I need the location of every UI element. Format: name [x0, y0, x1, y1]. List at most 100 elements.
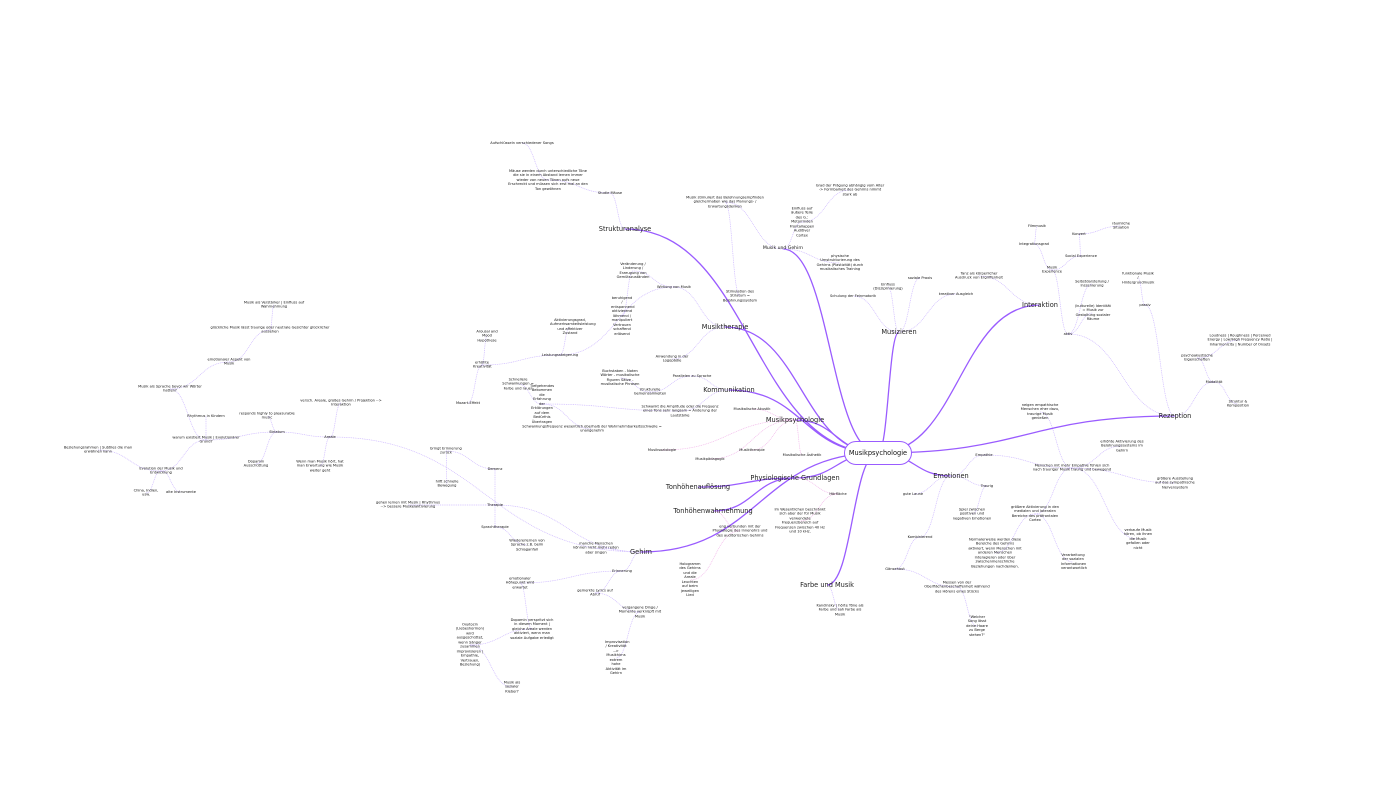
leaf-f-kand[interactable]: Kandinsky | hörte Töne als Farbe und sah…	[816, 603, 864, 617]
leaf-mt-aktiv[interactable]: Aktivierungsgrad, Aufmerksamkeitsleistun…	[550, 318, 596, 336]
leaf-r-integr[interactable]: Integrationsgrad	[1019, 241, 1049, 246]
leaf-g-respond[interactable]: responds highly to pleasurable music	[239, 411, 295, 420]
leaf-g-erwart[interactable]: Wenn man Musik hört, hat man Erwartung w…	[296, 459, 344, 473]
leaf-mt-arousal[interactable]: Arousal and Mood Hypothese	[476, 329, 498, 343]
leaf-mg-striatum[interactable]: Stimulation des Striatum = Belohnungssys…	[722, 289, 758, 303]
leaf-k-buchst[interactable]: Buchstaben - Noten Wörter - musikalische…	[600, 369, 640, 387]
branch-rezeption[interactable]: Rezeption	[1158, 411, 1192, 420]
leaf-r-psycho[interactable]: psychoakustische Eigenschaften	[1181, 353, 1213, 362]
leaf-g-china[interactable]: China, Indien, usw.	[133, 488, 159, 497]
leaf-g-rhythm[interactable]: Rhythmus in Kindern	[187, 413, 225, 418]
leaf-e-laune[interactable]: gute Laune	[902, 491, 924, 496]
branch-emotionen[interactable]: Emotionen	[933, 471, 969, 480]
branch-musiktherapie[interactable]: Musiktherapie	[701, 322, 749, 331]
branch-musizieren[interactable]: Musizieren	[881, 327, 917, 336]
leaf-r-selbst[interactable]: Selbstdarstellung / Inszenierung	[1075, 279, 1109, 288]
leaf-mp-aesth[interactable]: Musikalische Ästhetik	[782, 452, 822, 457]
leaf-r-film[interactable]: Filmmusik	[1027, 223, 1047, 228]
leaf-g-bringt[interactable]: bringt Erinnerung zurück	[430, 446, 462, 455]
leaf-k-struktur[interactable]: strukturelle Gemeinsamkeiten	[633, 387, 667, 396]
leaf-mz-kreativ[interactable]: kreativer Ausgleich	[938, 291, 974, 296]
leaf-g-bezieh[interactable]: Beziehungsrahmen | Subtiles die man erwä…	[63, 445, 133, 454]
branch-tonwahr[interactable]: Tonhöhenwahrnehmung	[673, 506, 753, 515]
leaf-k-amplitude[interactable]: Schwankt die Amplitude oder die Frequenz…	[641, 404, 719, 418]
leaf-e-beloh[interactable]: erhöhte Aktivierung des Belohnungssystem…	[1100, 439, 1144, 453]
leaf-g-gehen[interactable]: gehen lernen mit Musik | Rhythmus --> be…	[375, 500, 441, 509]
leaf-mt-logo[interactable]: Anwendung in der Logopädie	[655, 354, 689, 363]
leaf-s-studie[interactable]: Studie Mäuse	[597, 190, 623, 195]
leaf-e-empathie[interactable]: Empathie	[975, 452, 993, 457]
leaf-r-funkt[interactable]: funktionale Musik / Hintergrundmusik	[1122, 271, 1155, 285]
leaf-g-oxy[interactable]: Oxytocin (Liebeshormon) wird ausgeschütt…	[455, 622, 485, 667]
branch-musikpsy2[interactable]: Musikpsychologie	[765, 415, 825, 424]
leaf-g-impro[interactable]: Improvisation / Kreativität --> Musikhir…	[605, 640, 630, 676]
leaf-e-komb[interactable]: Kombinierend	[907, 534, 933, 539]
leaf-r-loud[interactable]: Loudness | Roughness | Perceived Energy …	[1207, 333, 1273, 347]
leaf-mp-ther[interactable]: Musiktherapie	[739, 447, 765, 452]
leaf-g-hoehe[interactable]: emotionaler Höhepunkt wird erwartet	[505, 576, 535, 590]
leaf-g-instr[interactable]: alte Instrumente	[166, 489, 196, 494]
leaf-mp-paed[interactable]: Musikpädagogik	[695, 456, 725, 461]
leaf-g-demenz[interactable]: Demenz	[487, 466, 503, 471]
leaf-tw-eng[interactable]: eng verbunden mit der Physiologie des In…	[712, 524, 768, 538]
leaf-mp-akustik[interactable]: Musikalische Akustik	[733, 406, 771, 411]
leaf-g-vergang[interactable]: vergangene Dinge / Momente verknüpft mit…	[618, 605, 662, 619]
leaf-k-parallel[interactable]: Parallelen zu Sprache	[672, 373, 712, 378]
leaf-k-tief[interactable]: Tiefgehendes Bekommen die Erfahrung der …	[530, 383, 555, 424]
leaf-mz-sozial[interactable]: soziale Praxis	[907, 275, 933, 280]
leaf-g-dopmom[interactable]: Dopamin verspritzt sich in diesem Moment…	[510, 617, 554, 640]
branch-tonaufl[interactable]: Tonhöhenauflösung	[665, 482, 731, 491]
leaf-g-gluck[interactable]: glückliche Musik lässt traurige oder neu…	[210, 325, 330, 334]
leaf-r-modal[interactable]: Modalität	[1205, 379, 1223, 384]
branch-physio[interactable]: Physiologische Grundlagen	[750, 473, 840, 482]
leaf-k-schwank[interactable]: Schwankungsfrequenz wesentlich oberhalb …	[522, 424, 662, 433]
leaf-mt-kreativ[interactable]: erhöhte Kreativität	[473, 360, 492, 369]
leaf-g-sprachth[interactable]: Sprachtherapie	[481, 524, 509, 529]
leaf-mg-alter[interactable]: Grad der Prägung abhängig vom Alter -> F…	[815, 183, 885, 197]
leaf-mt-wirkung[interactable]: Wirkung von Musik	[657, 284, 691, 289]
branch-strukturanalyse[interactable]: Strukturanalyse	[598, 224, 652, 233]
leaf-e-normal[interactable]: Normalerweise werden diese Bereiche des …	[968, 537, 1022, 569]
leaf-g-areale[interactable]: Areale	[324, 434, 336, 439]
branch-interaktion[interactable]: Interaktion	[1022, 300, 1058, 309]
leaf-e-traurig[interactable]: Traurig	[980, 483, 994, 488]
leaf-mg-einfluss[interactable]: Einfluss auf äußere Teile des G.: Motorr…	[789, 206, 815, 238]
leaf-g-striatum[interactable]: Striatum	[269, 429, 285, 434]
leaf-g-sprache[interactable]: Musik als Sprache bevor wir Wörter hatte…	[138, 384, 202, 393]
leaf-r-konzert[interactable]: Konzert	[1072, 231, 1086, 236]
leaf-ph-hoer[interactable]: Hörfläche	[829, 491, 847, 496]
leaf-g-hilft[interactable]: hilft schnelle Bewegung	[435, 479, 459, 488]
leaf-mt-leist[interactable]: Leistungssteigerung	[541, 352, 579, 357]
leaf-g-manche[interactable]: manche Menschen können nicht mehr reden …	[573, 541, 619, 555]
branch-gehirn[interactable]: Gehirn	[630, 547, 652, 556]
leaf-mz-diszip[interactable]: Einfluss (Disziplinierung)	[873, 282, 903, 291]
leaf-r-social[interactable]: Social Experience	[1065, 253, 1097, 258]
branch-musik-gehirn[interactable]: Musik und Gehirn	[762, 246, 804, 252]
leaf-e-song[interactable]: "Welcher Song lässt deine Haare zu Berge…	[966, 614, 988, 637]
leaf-g-dopamin[interactable]: Dopamin Ausschüttung	[243, 459, 269, 468]
leaf-e-messen[interactable]: Messen von der Oberflächenbeschaffenheit…	[924, 580, 990, 594]
leaf-g-therapie[interactable]: Therapie	[487, 502, 503, 507]
leaf-e-sympath[interactable]: größere Ausstellung auf das sympathische…	[1155, 476, 1195, 490]
leaf-r-struk[interactable]: Struktur & Komposition	[1226, 399, 1250, 408]
leaf-mz-fein[interactable]: Schulung der Feinmotorik	[829, 293, 877, 298]
leaf-k-schnell[interactable]: Schnellere Schwankungen = Farbe und raue…	[502, 377, 534, 391]
leaf-s-maeuse[interactable]: Mäuse werden durch unterschiedliche Töne…	[508, 168, 588, 191]
leaf-e-gaense[interactable]: Gänsehaut	[885, 566, 905, 571]
leaf-tw-holo[interactable]: Hologramm des Gehirns und die Areale Leu…	[679, 562, 701, 598]
leaf-g-versch[interactable]: versch. Areale, großes Gehirn / Projekti…	[300, 398, 382, 407]
leaf-mg-beloh[interactable]: Musik stimuliert das Belohnungsempfinden…	[686, 195, 764, 209]
leaf-g-warum[interactable]: warum existiert Musik | Evolutionärer Gr…	[172, 435, 240, 444]
leaf-g-erinn[interactable]: Erinnerung	[612, 568, 632, 573]
leaf-mt-beruhig[interactable]: beruhigend / entspannend aktivierend läh…	[611, 295, 635, 336]
leaf-mp-soz[interactable]: Musiksoziologie	[647, 447, 677, 452]
leaf-ph-freq[interactable]: Im Wesentlichen beschränkt sich aber der…	[774, 507, 826, 534]
branch-farbe[interactable]: Farbe und Musik	[800, 580, 854, 589]
leaf-r-raum[interactable]: räumliche Situation	[1112, 221, 1130, 230]
leaf-mt-veraend[interactable]: Veränderung / Linderung / Erzeugung von …	[616, 262, 650, 280]
leaf-e-mehr[interactable]: Menschen mit mehr Empathie fühlen sich n…	[1032, 463, 1112, 472]
leaf-g-wieder[interactable]: Wiedererlernen von Sprache z.B. beim Sch…	[509, 538, 545, 552]
leaf-g-evol[interactable]: Evolution der Musik und Entwicklung	[139, 466, 183, 475]
leaf-mt-mozart[interactable]: Mozart-Effekt	[455, 400, 481, 405]
leaf-g-verst[interactable]: Musik als Verstärker | Einfluss auf Wahr…	[243, 300, 305, 309]
